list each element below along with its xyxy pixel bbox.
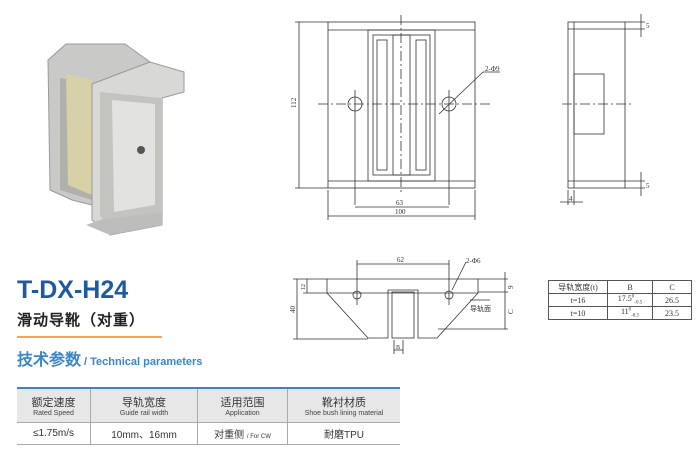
dims-cell-c: 23.5: [652, 306, 692, 320]
header-rail-width-en: Guide rail width: [119, 410, 169, 417]
cell-material: 耐磨TPU: [287, 422, 400, 445]
cell-application-en: / For CW: [246, 434, 271, 440]
dims-b-tol-up: 0: [628, 307, 632, 313]
rail-face-label: 导轨面: [470, 304, 491, 313]
dims-cell-b: 110-0.5: [607, 306, 653, 320]
cell-application: 对重侧 / For CW: [197, 422, 288, 445]
dims-header-row: 导轨宽度(t) B C: [548, 280, 692, 294]
model-title: T-DX-H24: [17, 276, 129, 304]
dims-header-t: 导轨宽度(t): [548, 280, 608, 294]
table-row: ≤1.75m/s 10mm、16mm 对重侧 / For CW 耐磨TPU: [17, 422, 400, 445]
product-name: 滑动导靴（对重）: [17, 312, 146, 329]
label-2-phi6: 2-Φ6: [466, 257, 481, 265]
dim-9: 9: [507, 285, 515, 289]
dims-b-tol-low: -0.5: [634, 300, 643, 306]
dims-cell-t: t=10: [548, 306, 608, 320]
dim-b: B: [396, 345, 400, 351]
dim-5-top: 5: [646, 22, 650, 30]
dims-b-tol-low: -0.5: [631, 313, 640, 319]
dim-c: C: [507, 309, 515, 314]
dim-40: 40: [289, 306, 297, 314]
dims-cell-t: t=16: [548, 293, 608, 307]
dims-b-tol-up: 0: [631, 294, 635, 300]
section-title-cn: 技术参数: [17, 352, 82, 369]
header-material-en: Shoe bush lining material: [304, 410, 384, 417]
dim-62: 62: [397, 256, 405, 264]
dim-12: 12: [301, 284, 307, 290]
section-title: 技术参数/ Technical parameters: [17, 346, 202, 370]
dims-b-value: 17.5: [617, 294, 632, 304]
header-application-cn: 适用范围: [220, 397, 265, 409]
divider: [17, 336, 162, 338]
header-rail-width-cn: 导轨宽度: [122, 397, 166, 409]
dims-cell-c: 26.5: [652, 293, 692, 307]
dim-63: 63: [396, 199, 404, 207]
dims-row: t=10 110-0.5 23.5: [548, 306, 692, 320]
header-material-cn: 靴衬材质: [322, 397, 366, 409]
dims-table: 导轨宽度(t) B C t=16 17.50-0.5 26.5 t=10 110…: [548, 280, 692, 320]
header-speed-cn: 额定速度: [31, 397, 76, 409]
dim-5-bottom: 5: [646, 182, 650, 190]
cell-application-cn: 对重侧: [214, 430, 245, 441]
dim-100: 100: [395, 208, 406, 216]
section-title-en: / Technical parameters: [84, 356, 203, 368]
dim-4: 4: [569, 195, 573, 203]
product-photo: [47, 43, 185, 236]
dims-header-b: B: [607, 280, 653, 294]
dim-112: 112: [290, 97, 298, 108]
dims-b-value: 11: [620, 307, 629, 317]
cell-speed: ≤1.75m/s: [17, 422, 91, 445]
cell-rail-width: 10mm、16mm: [90, 422, 198, 445]
dims-header-c: C: [652, 280, 692, 294]
dims-cell-b: 17.50-0.5: [607, 293, 653, 307]
label-2-phi9: 2-Φ9: [485, 65, 500, 73]
header-application-en: Application: [225, 410, 260, 417]
dims-row: t=16 17.50-0.5 26.5: [548, 293, 692, 307]
header-speed-en: Rated Speed: [33, 410, 74, 417]
